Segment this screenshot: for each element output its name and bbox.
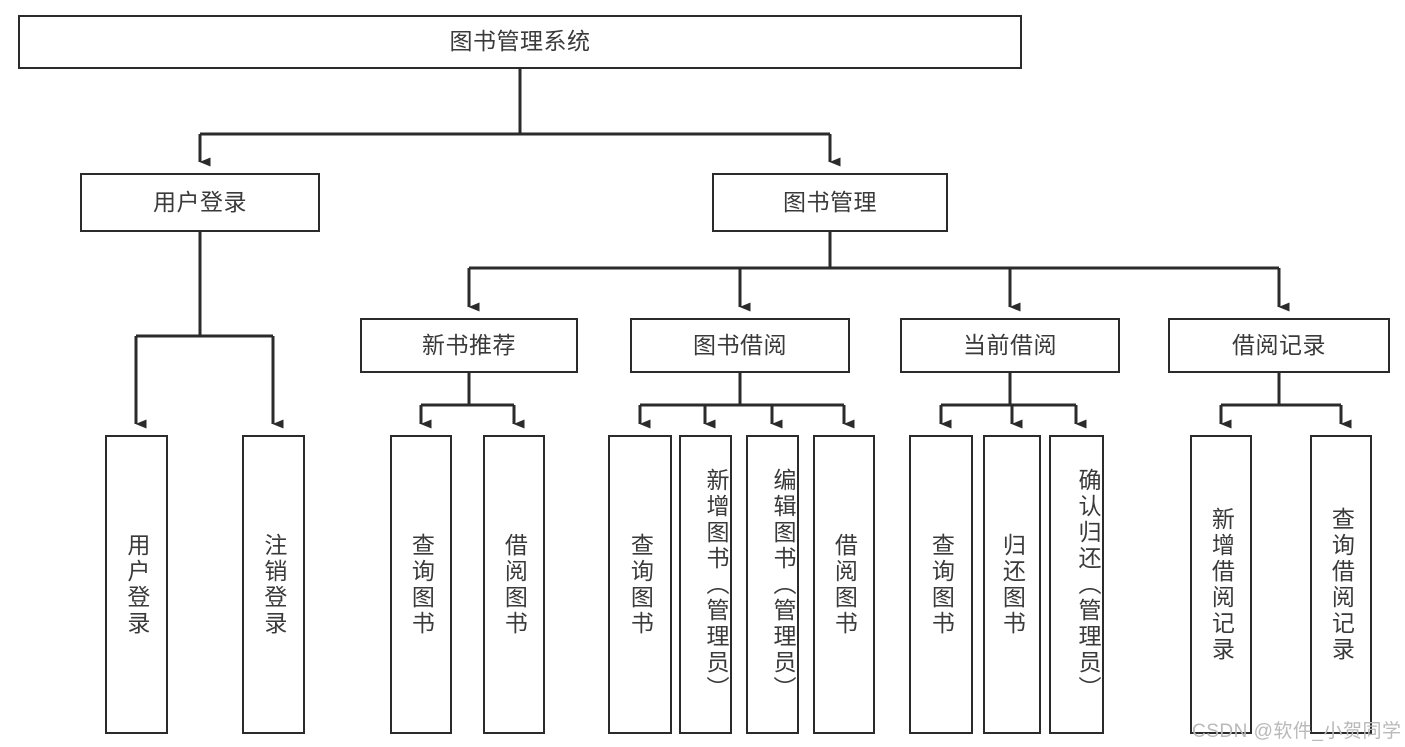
leaf-borrow-book-recommend-label: 借阅图书 [501,532,528,637]
leaf-borrow-book-recommend[interactable]: 借阅图书 [483,435,545,734]
leaf-add-borrow-record[interactable]: 新增借阅记录 [1190,435,1252,734]
node-book-management[interactable]: 图书管理 [712,173,948,232]
leaf-add-book-admin[interactable]: 新增图书（管理员） [679,435,732,734]
leaf-add-book-admin-label: 新增图书（管理员） [703,467,729,702]
leaf-query-borrow-record-label: 查询借阅记录 [1328,506,1355,663]
leaf-logout-login[interactable]: 注销登录 [242,435,305,734]
node-borrow-record[interactable]: 借阅记录 [1168,318,1390,373]
leaf-user-login-label: 用户登录 [123,532,150,637]
leaf-logout-login-label: 注销登录 [260,532,287,637]
node-book-borrow-label: 图书借阅 [693,331,787,358]
leaf-query-book-current-label: 查询图书 [928,532,955,637]
node-borrow-record-label: 借阅记录 [1232,331,1326,358]
leaf-query-book-borrow[interactable]: 查询图书 [608,435,672,734]
node-user-login[interactable]: 用户登录 [80,173,320,232]
leaf-query-book-recommend-label: 查询图书 [408,532,435,637]
leaf-return-book[interactable]: 归还图书 [983,435,1041,734]
node-current-borrow-label: 当前借阅 [963,331,1057,358]
leaf-query-book-current[interactable]: 查询图书 [909,435,973,734]
leaf-edit-book-admin[interactable]: 编辑图书（管理员） [746,435,799,734]
node-root[interactable]: 图书管理系统 [18,15,1022,69]
csdn-watermark: CSDN @软件_小贺同学 [1192,721,1402,742]
node-book-management-label: 图书管理 [783,188,877,215]
leaf-query-book-borrow-label: 查询图书 [627,532,654,637]
leaf-borrow-book-label: 借阅图书 [831,532,858,637]
node-current-borrow[interactable]: 当前借阅 [900,318,1120,373]
node-user-login-label: 用户登录 [153,188,247,215]
node-new-book-recommend-label: 新书推荐 [422,331,516,358]
leaf-borrow-book[interactable]: 借阅图书 [813,435,875,734]
leaf-return-book-label: 归还图书 [999,532,1026,637]
leaf-user-login[interactable]: 用户登录 [105,435,168,734]
node-book-borrow[interactable]: 图书借阅 [630,318,850,373]
leaf-query-book-recommend[interactable]: 查询图书 [390,435,452,734]
leaf-edit-book-admin-label: 编辑图书（管理员） [770,467,796,702]
leaf-confirm-return-admin-label: 确认归还（管理员） [1075,467,1101,702]
node-new-book-recommend[interactable]: 新书推荐 [360,318,578,373]
leaf-confirm-return-admin[interactable]: 确认归还（管理员） [1049,435,1104,734]
leaf-query-borrow-record[interactable]: 查询借阅记录 [1310,435,1372,734]
node-root-label: 图书管理系统 [449,28,591,55]
leaf-add-borrow-record-label: 新增借阅记录 [1208,506,1235,663]
